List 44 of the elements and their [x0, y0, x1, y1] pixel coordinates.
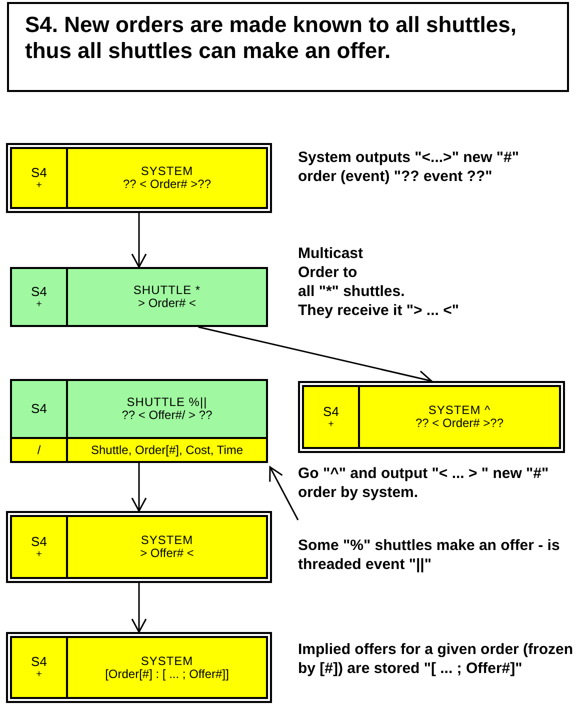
annotation-text: They receive it "> ... <"	[298, 301, 460, 320]
event-text: > Offer# <	[140, 547, 194, 560]
annotation-text: Implied offers for a given order (frozen by [#]) are stored "[ ... ; Offer#]"	[298, 640, 574, 678]
arrow	[131, 463, 147, 512]
state-label: S4	[323, 404, 339, 418]
event-text: ?? < Order# >??	[415, 417, 504, 430]
annotation-text: Multicast	[298, 244, 364, 263]
state-label: S4	[31, 166, 47, 180]
event-text: > Order# <	[138, 297, 196, 310]
arrow	[131, 583, 147, 633]
event-text: ?? < Order# >??	[122, 178, 212, 191]
state-box	[6, 143, 272, 213]
shuttle-box	[10, 267, 268, 327]
actor-label: SYSTEM	[140, 654, 194, 668]
state-label: S4	[31, 534, 47, 548]
annotation-text: Go "^" and output "< ... > " new "#" order by system.	[298, 464, 578, 504]
state-box	[298, 381, 565, 453]
state-box	[6, 632, 272, 703]
arrow	[131, 213, 147, 268]
plus-sign: +	[328, 418, 334, 430]
event-text: ?? < Offer#/ > ??	[122, 409, 212, 422]
annotation-text: Order to	[298, 263, 358, 282]
attribute-list: Shuttle, Order[#], Cost, Time	[90, 444, 244, 456]
annotation-text: Some "%" shuttles make an offer - is threaded event "||"	[298, 536, 561, 574]
state-label: S4	[31, 655, 47, 669]
actor-label: SHUTTLE %||	[126, 396, 208, 409]
state-box	[6, 511, 272, 583]
title-box: S4. New orders are made known to all shuttles, thus all shuttles can make an offer.	[7, 2, 569, 92]
actor-label: SYSTEM ^	[428, 404, 491, 417]
state-label: S4	[31, 402, 47, 416]
plus-sign: +	[36, 298, 42, 310]
plus-sign: +	[36, 180, 42, 190]
separator-mark: /	[37, 444, 41, 456]
annotation-text: System outputs "<...>" new "#" order (event) "?? event ??"	[298, 148, 520, 186]
plus-sign: +	[36, 669, 42, 680]
actor-label: SHUTTLE *	[133, 284, 201, 297]
event-text: [Order[#] : [ ... ; Offer#]]	[105, 668, 229, 680]
plus-sign: +	[36, 548, 42, 560]
leader-arrow	[269, 466, 299, 520]
actor-label: SYSTEM	[140, 534, 194, 547]
actor-label: SYSTEM	[140, 165, 194, 178]
annotation-text: all "*" shuttles.	[298, 282, 406, 301]
shuttle-box	[10, 379, 268, 463]
state-label: S4	[31, 284, 47, 298]
